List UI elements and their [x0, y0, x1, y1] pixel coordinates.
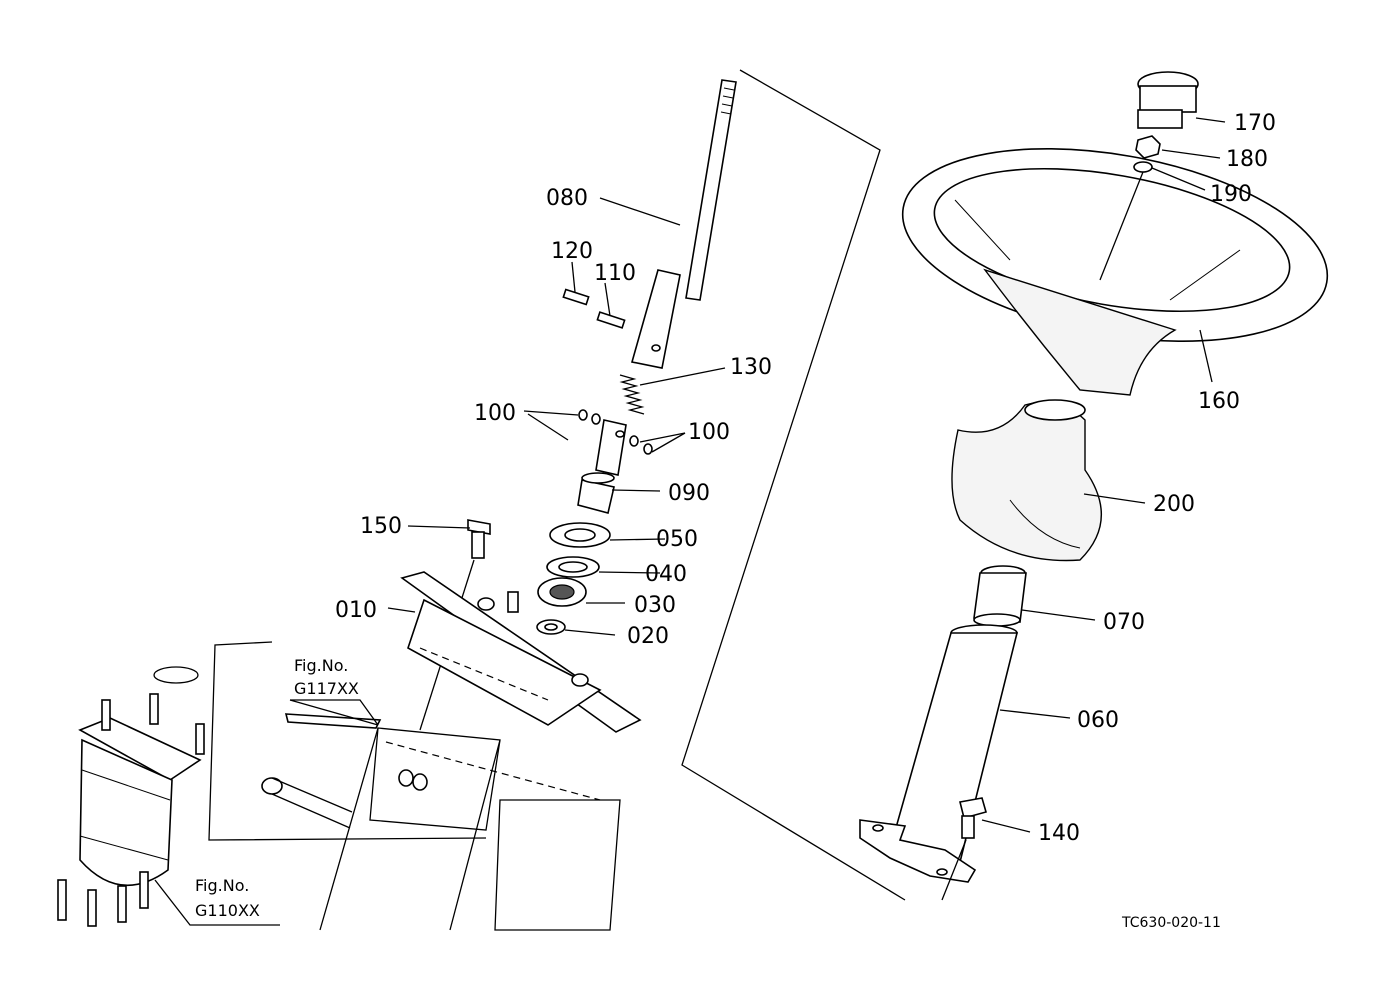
label-090: 090 [668, 481, 710, 506]
frame-outline [681, 69, 906, 901]
part-labels: 080 120 110 130 100 100 090 150 050 040 … [335, 111, 1276, 846]
bushing [973, 565, 1027, 627]
label-110: 110 [594, 261, 636, 286]
steering-bracket [400, 571, 642, 733]
ref-g110-line2: G110XX [195, 901, 260, 920]
label-050: 050 [656, 527, 698, 552]
ref-g117-line2: G117XX [294, 679, 359, 698]
label-150: 150 [360, 514, 402, 539]
label-130: 130 [730, 355, 772, 380]
label-160: 160 [1198, 389, 1240, 414]
label-170: 170 [1234, 111, 1276, 136]
nut [1135, 135, 1161, 159]
ref-g110-line1: Fig.No. [195, 876, 249, 895]
leader-lines [154, 117, 1226, 926]
label-140: 140 [1038, 821, 1080, 846]
label-040: 040 [645, 562, 687, 587]
column-cover [951, 399, 1103, 562]
washer [1133, 161, 1153, 173]
label-120: 120 [551, 239, 593, 264]
label-010: 010 [335, 598, 377, 623]
lower-shaft [577, 419, 627, 514]
steering-wheel [901, 148, 1329, 396]
label-190: 190 [1210, 182, 1252, 207]
bearing-stack [536, 522, 611, 635]
label-020: 020 [627, 624, 669, 649]
label-200: 200 [1153, 492, 1195, 517]
steering-shaft [630, 79, 737, 369]
frame-structure [261, 713, 621, 931]
spring [619, 374, 645, 415]
drawing-code: TC630-020-11 [1121, 915, 1221, 931]
roll-pins [562, 288, 626, 329]
label-080: 080 [546, 186, 588, 211]
column-tube [859, 624, 1019, 883]
label-100-right: 100 [688, 420, 730, 445]
center-cap [1137, 71, 1199, 129]
label-070: 070 [1103, 610, 1145, 635]
label-030: 030 [634, 593, 676, 618]
label-100-left: 100 [474, 401, 516, 426]
label-180: 180 [1226, 147, 1268, 172]
ref-g117-line1: Fig.No. [294, 656, 348, 675]
wheel-axis [1099, 171, 1144, 281]
o-rings [578, 409, 653, 455]
tube-bolt [941, 797, 987, 901]
steering-unit [57, 641, 487, 927]
label-060: 060 [1077, 708, 1119, 733]
figure-references: Fig.No. G117XX Fig.No. G110XX [195, 656, 359, 920]
